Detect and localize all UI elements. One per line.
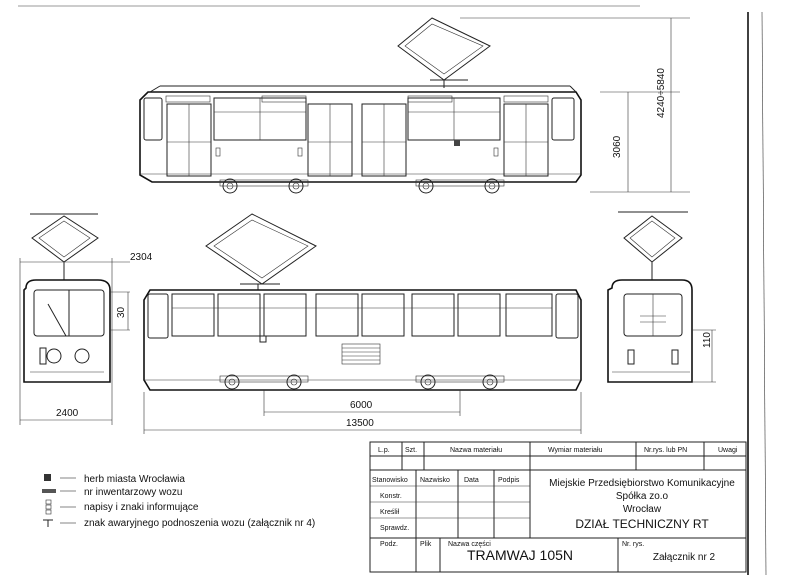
role-kreslil: Kreślił [380, 509, 400, 516]
header-lp: L.p. [378, 447, 390, 454]
col-data: Data [464, 477, 479, 484]
pantograph-top [397, 17, 491, 88]
t-marker-symbol [43, 519, 53, 527]
bogie-top-1 [219, 178, 309, 194]
header-material-size: Wymiar materiału [548, 447, 602, 454]
col-nazwisko: Nazwisko [420, 477, 450, 484]
header-drawing-pn: Nr.rys. lub PN [644, 447, 687, 454]
header-szt: Szt. [405, 447, 417, 454]
legend: herb miasta Wrocławia nr inwentarzowy wo… [42, 474, 315, 529]
bogie-bottom-1 [219, 374, 309, 390]
col-podpis: Podpis [498, 477, 520, 484]
attachment-no: Załącznik nr 2 [653, 552, 716, 563]
sheet-frame-outer [761, 11, 767, 576]
bar-stack-symbol [45, 499, 52, 515]
dim-bogie-spacing: 6000 [350, 400, 373, 411]
square-symbol [44, 474, 51, 481]
scale-label: Plik [420, 541, 432, 548]
tram-rear-view [607, 211, 693, 383]
header-material-name: Nazwa materiału [450, 447, 502, 454]
dim-height-total: 4240÷5840 [656, 68, 667, 118]
title-block: L.p. Szt. Nazwa materiału Wymiar materia… [369, 441, 747, 573]
tram-side-view-top [139, 17, 582, 194]
role-konstr: Konstr. [380, 493, 402, 500]
dim-length-total: 13500 [346, 418, 374, 429]
company-line-2: Spółka zo.o [616, 491, 669, 502]
bogie-top-2 [415, 178, 505, 194]
drawing-no-label: Nr. rys. [622, 541, 644, 548]
tram-front-view [23, 213, 111, 383]
dim-height-body: 3060 [612, 135, 623, 158]
part-name: TRAMWAJ 105N [467, 547, 573, 563]
hatched-bar-symbol [42, 489, 56, 493]
pantograph-bottom [205, 213, 317, 290]
tram-side-view-bottom [143, 213, 582, 391]
role-sprawdz: Sprawdz. [380, 525, 409, 532]
header-notes: Uwagi [718, 447, 738, 454]
dim-height-rear: 110 [702, 332, 713, 348]
legend-label-1: herb miasta Wrocławia [84, 474, 185, 485]
role-podz: Podz. [380, 541, 398, 548]
company-line-1: Miejskie Przedsiębiorstwo Komunikacyjne [549, 478, 735, 489]
legend-label-3: napisy i znaki informujące [84, 502, 199, 513]
bogie-bottom-2 [415, 374, 505, 390]
legend-label-4: znak awaryjnego podnoszenia wozu (załącz… [84, 518, 315, 529]
dim-height-front: 30 [116, 306, 127, 318]
company-line-3: Wrocław [623, 504, 662, 515]
dim-width-front: 2400 [56, 408, 79, 419]
legend-label-2: nr inwentarzowy wozu [84, 487, 182, 498]
dim-width-top: 2304 [130, 252, 153, 263]
role-stanowisko: Stanowisko [372, 477, 408, 484]
part-name-label: Nazwa części [448, 541, 491, 548]
tram-body-top [139, 91, 582, 183]
department: DZIAŁ TECHNICZNY RT [575, 517, 709, 531]
